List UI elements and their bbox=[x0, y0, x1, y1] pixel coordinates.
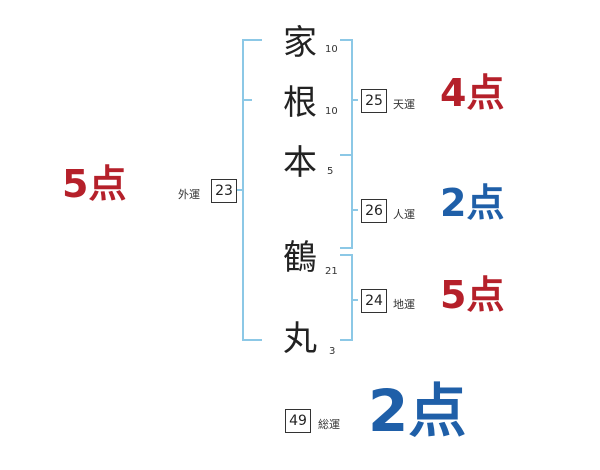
jinun-bracket bbox=[340, 154, 353, 249]
jinun-score: 2点 bbox=[440, 181, 505, 225]
tenun-label: 天運 bbox=[393, 98, 415, 111]
char-2: 根 bbox=[283, 83, 317, 123]
chiun-bracket bbox=[340, 254, 353, 341]
gaiun-score: 5点 bbox=[62, 162, 127, 206]
char-3-strokes: 5 bbox=[327, 166, 334, 177]
soun-label: 総運 bbox=[318, 418, 340, 431]
char-1-strokes: 10 bbox=[325, 44, 338, 55]
char-2-strokes: 10 bbox=[325, 106, 338, 117]
soun-score: 2点 bbox=[368, 377, 467, 445]
gaiun-value-box: 23 bbox=[211, 179, 237, 203]
tenun-score: 4点 bbox=[440, 71, 505, 115]
chiun-score: 5点 bbox=[440, 273, 505, 317]
char-3: 本 bbox=[283, 143, 317, 183]
char-5: 丸 bbox=[283, 319, 317, 359]
jinun-value-box: 26 bbox=[361, 199, 387, 223]
gaiun-label: 外運 bbox=[178, 188, 200, 201]
char-4: 鶴 bbox=[283, 238, 317, 278]
soun-value-box: 49 bbox=[285, 409, 311, 433]
char-5-strokes: 3 bbox=[329, 346, 336, 357]
outer-bracket bbox=[242, 39, 262, 341]
chiun-value-box: 24 bbox=[361, 289, 387, 313]
char-1: 家 bbox=[283, 23, 317, 63]
tenun-value-box: 25 bbox=[361, 89, 387, 113]
char-4-strokes: 21 bbox=[325, 266, 338, 277]
chiun-label: 地運 bbox=[393, 298, 415, 311]
jinun-label: 人運 bbox=[393, 208, 415, 221]
tenun-bracket bbox=[340, 39, 353, 156]
